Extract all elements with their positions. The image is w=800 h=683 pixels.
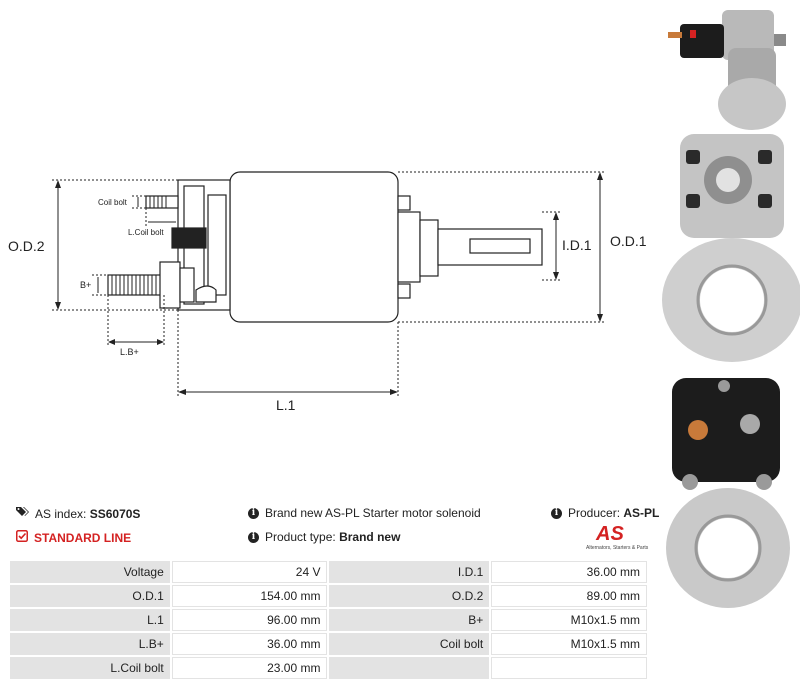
logo-tagline: Alternators, Starters & Parts [586, 545, 649, 551]
product-type-label: Product type: [265, 530, 336, 544]
info-icon: i [551, 507, 562, 519]
check-square-icon [16, 530, 28, 545]
spec-key: L.Coil bolt [10, 657, 170, 679]
od1-label: O.D.1 [610, 233, 647, 249]
id1-label: I.D.1 [562, 237, 592, 253]
coil-bolt-label: Coil bolt [98, 198, 128, 207]
spec-key: O.D.2 [329, 585, 490, 607]
table-row: L.Coil bolt 23.00 mm [10, 657, 647, 679]
info-icon: i [248, 531, 259, 543]
solenoid-dimension-drawing: O.D.2 O.D.1 I.D.1 L.1 L.B+ B+ Coil bolt … [8, 171, 647, 413]
spec-key: L.1 [10, 609, 170, 631]
spec-value: 24 V [171, 561, 328, 583]
table-row: L.1 96.00 mm B+ M10x1.5 mm [10, 609, 647, 631]
table-row: L.B+ 36.00 mm Coil bolt M10x1.5 mm [10, 633, 647, 655]
spec-value: 36.00 mm [171, 633, 328, 655]
l1-label: L.1 [276, 397, 296, 413]
producer-label: Producer: [568, 506, 621, 520]
photo-terminal-view [666, 378, 790, 608]
as-index-label: AS index: [35, 506, 87, 521]
photo-side-view [668, 10, 786, 130]
description-text: Brand new AS-PL Starter motor solenoid [265, 506, 481, 520]
product-type-value: Brand new [339, 530, 401, 544]
producer-row: i Producer: AS-PL [551, 506, 659, 520]
logo-mark: AS [596, 523, 624, 545]
spec-value: 89.00 mm [491, 585, 647, 607]
spec-value: M10x1.5 mm [491, 609, 647, 631]
spec-value: 96.00 mm [171, 609, 328, 631]
spec-value: 36.00 mm [491, 561, 647, 583]
specs-table: Voltage 24 V I.D.1 36.00 mm O.D.1 154.00… [8, 559, 649, 681]
standard-line-label: STANDARD LINE [34, 530, 132, 545]
od2-label: O.D.2 [8, 238, 45, 254]
standard-line-row: STANDARD LINE [16, 530, 131, 545]
as-pl-logo: AS Alternators, Starters & Parts [586, 523, 650, 553]
spec-value [491, 657, 647, 679]
spec-key: I.D.1 [329, 561, 490, 583]
description-row: i Brand new AS-PL Starter motor solenoid [248, 506, 481, 520]
table-row: Voltage 24 V I.D.1 36.00 mm [10, 561, 647, 583]
tags-icon [16, 506, 29, 521]
info-icon: i [248, 507, 259, 519]
bplus-label: B+ [80, 280, 91, 290]
spec-value: 23.00 mm [171, 657, 328, 679]
producer-value: AS-PL [623, 506, 660, 520]
photo-front-view [662, 134, 800, 362]
spec-key: O.D.1 [10, 585, 170, 607]
spec-value: 154.00 mm [171, 585, 328, 607]
spec-value: M10x1.5 mm [491, 633, 647, 655]
l-coil-bolt-label: L.Coil bolt [128, 228, 164, 237]
product-type-row: i Product type: Brand new [248, 530, 400, 544]
table-row: O.D.1 154.00 mm O.D.2 89.00 mm [10, 585, 647, 607]
spec-key: Coil bolt [329, 633, 490, 655]
as-index-value: SS6070S [89, 506, 141, 521]
spec-key: L.B+ [10, 633, 170, 655]
as-index-row: AS index: SS6070S [16, 506, 140, 521]
spec-key [329, 657, 490, 679]
spec-key: Voltage [10, 561, 170, 583]
spec-key: B+ [329, 609, 490, 631]
lb-label: L.B+ [120, 347, 139, 357]
